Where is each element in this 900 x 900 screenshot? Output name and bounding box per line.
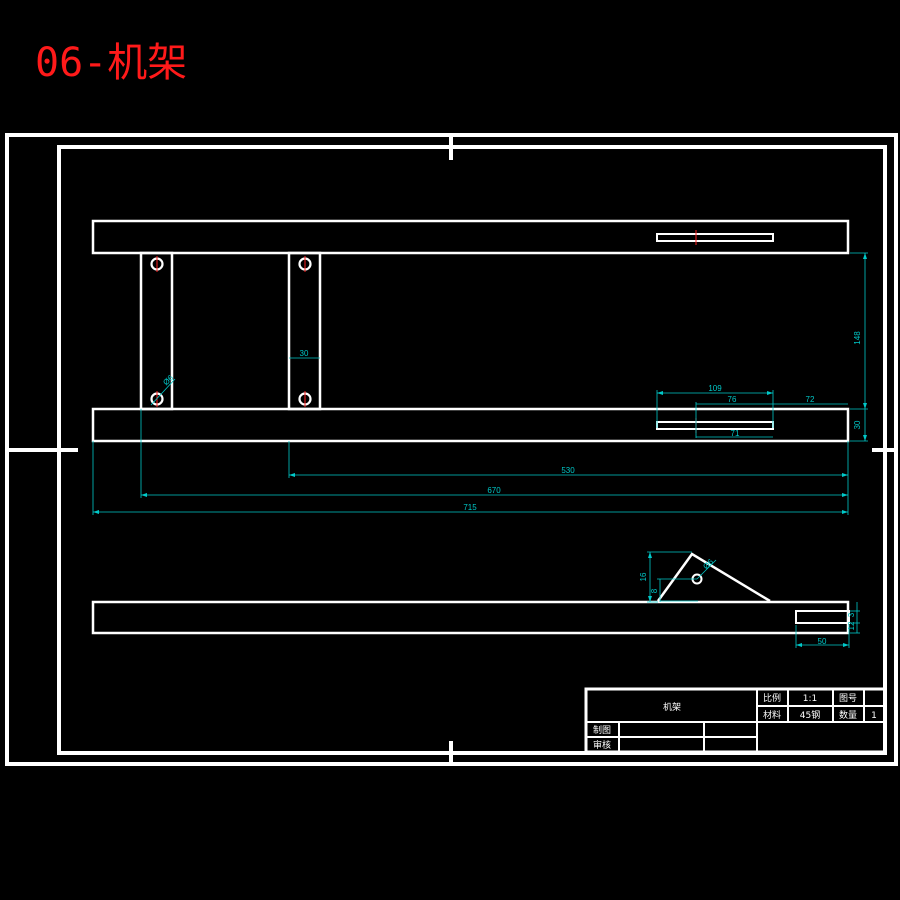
part-name: 机架 xyxy=(663,701,681,713)
outer-border xyxy=(5,133,898,766)
scale-value: 1:1 xyxy=(803,694,817,704)
diameter-leader xyxy=(696,559,717,580)
front-view-arrows xyxy=(93,253,867,514)
quantity-label: 数量 xyxy=(839,709,857,721)
material-value: 45钢 xyxy=(800,709,820,721)
checked-by-label: 审核 xyxy=(593,739,611,751)
dim-label-30-side: 30 xyxy=(853,420,862,429)
dim-label-12: 12 xyxy=(847,621,856,630)
top-rail xyxy=(91,219,850,255)
dim-label-3: 3 xyxy=(847,612,856,617)
triangle-bracket xyxy=(656,552,771,603)
arrowhead xyxy=(141,493,147,497)
arrowhead xyxy=(863,403,867,409)
arrowhead xyxy=(863,253,867,259)
dim-label-76: 76 xyxy=(728,395,737,404)
scale-label: 比例 xyxy=(763,692,781,704)
arrowhead xyxy=(657,391,663,395)
drawing-frame xyxy=(5,133,898,766)
end-slot xyxy=(795,610,850,624)
arrowhead xyxy=(842,510,848,514)
top-view-dimensions xyxy=(647,551,860,648)
arrowhead xyxy=(842,473,848,477)
hole-center-marks xyxy=(156,230,697,433)
dim-label-148: 148 xyxy=(853,331,862,345)
arrowhead xyxy=(863,435,867,441)
dim-label-71: 71 xyxy=(731,429,740,438)
quantity-value: 1 xyxy=(871,711,877,721)
arrowhead xyxy=(767,391,773,395)
arrowhead xyxy=(796,643,802,647)
middle-column xyxy=(287,251,322,411)
top-view xyxy=(91,552,850,635)
bottom-rail-slot xyxy=(656,421,774,430)
arrowhead xyxy=(842,493,848,497)
title-block-text: 机架 比例 1:1 图号 材料 45钢 数量 1 制图 审核 xyxy=(593,692,877,751)
dim-label-50: 50 xyxy=(818,637,827,646)
dim-label-670: 670 xyxy=(487,486,501,495)
arrowhead xyxy=(843,643,849,647)
arrowhead xyxy=(648,552,652,558)
dim-label-715: 715 xyxy=(463,503,477,512)
inner-border xyxy=(57,145,887,755)
dim-label-530: 530 xyxy=(561,466,575,475)
drawn-by-label: 制图 xyxy=(593,724,611,736)
base-beam xyxy=(91,600,850,635)
dim-label-16: 16 xyxy=(639,572,648,581)
title-block-frame xyxy=(584,687,887,754)
front-view xyxy=(91,219,850,443)
top-rail-slot xyxy=(656,233,774,242)
arrowhead xyxy=(648,596,652,602)
arrowhead xyxy=(93,510,99,514)
top-view-arrows xyxy=(648,552,849,647)
drawing-number-label: 图号 xyxy=(839,693,857,704)
dim-label-72: 72 xyxy=(806,395,815,404)
arrowhead xyxy=(289,473,295,477)
drawing-title: 06-机架 xyxy=(35,40,187,86)
dim-label-30-column: 30 xyxy=(300,349,309,358)
dim-label-hole-diameter: Ø6 xyxy=(161,373,175,387)
dim-label-bracket-diameter: Ø6 xyxy=(701,557,715,571)
material-label: 材料 xyxy=(763,709,781,721)
bottom-rail xyxy=(91,407,850,443)
title-block xyxy=(584,687,887,754)
diameter-leader xyxy=(150,378,176,406)
front-view-dimensions xyxy=(92,252,868,515)
dim-label-8: 8 xyxy=(650,588,659,593)
dim-label-109: 109 xyxy=(708,384,722,393)
